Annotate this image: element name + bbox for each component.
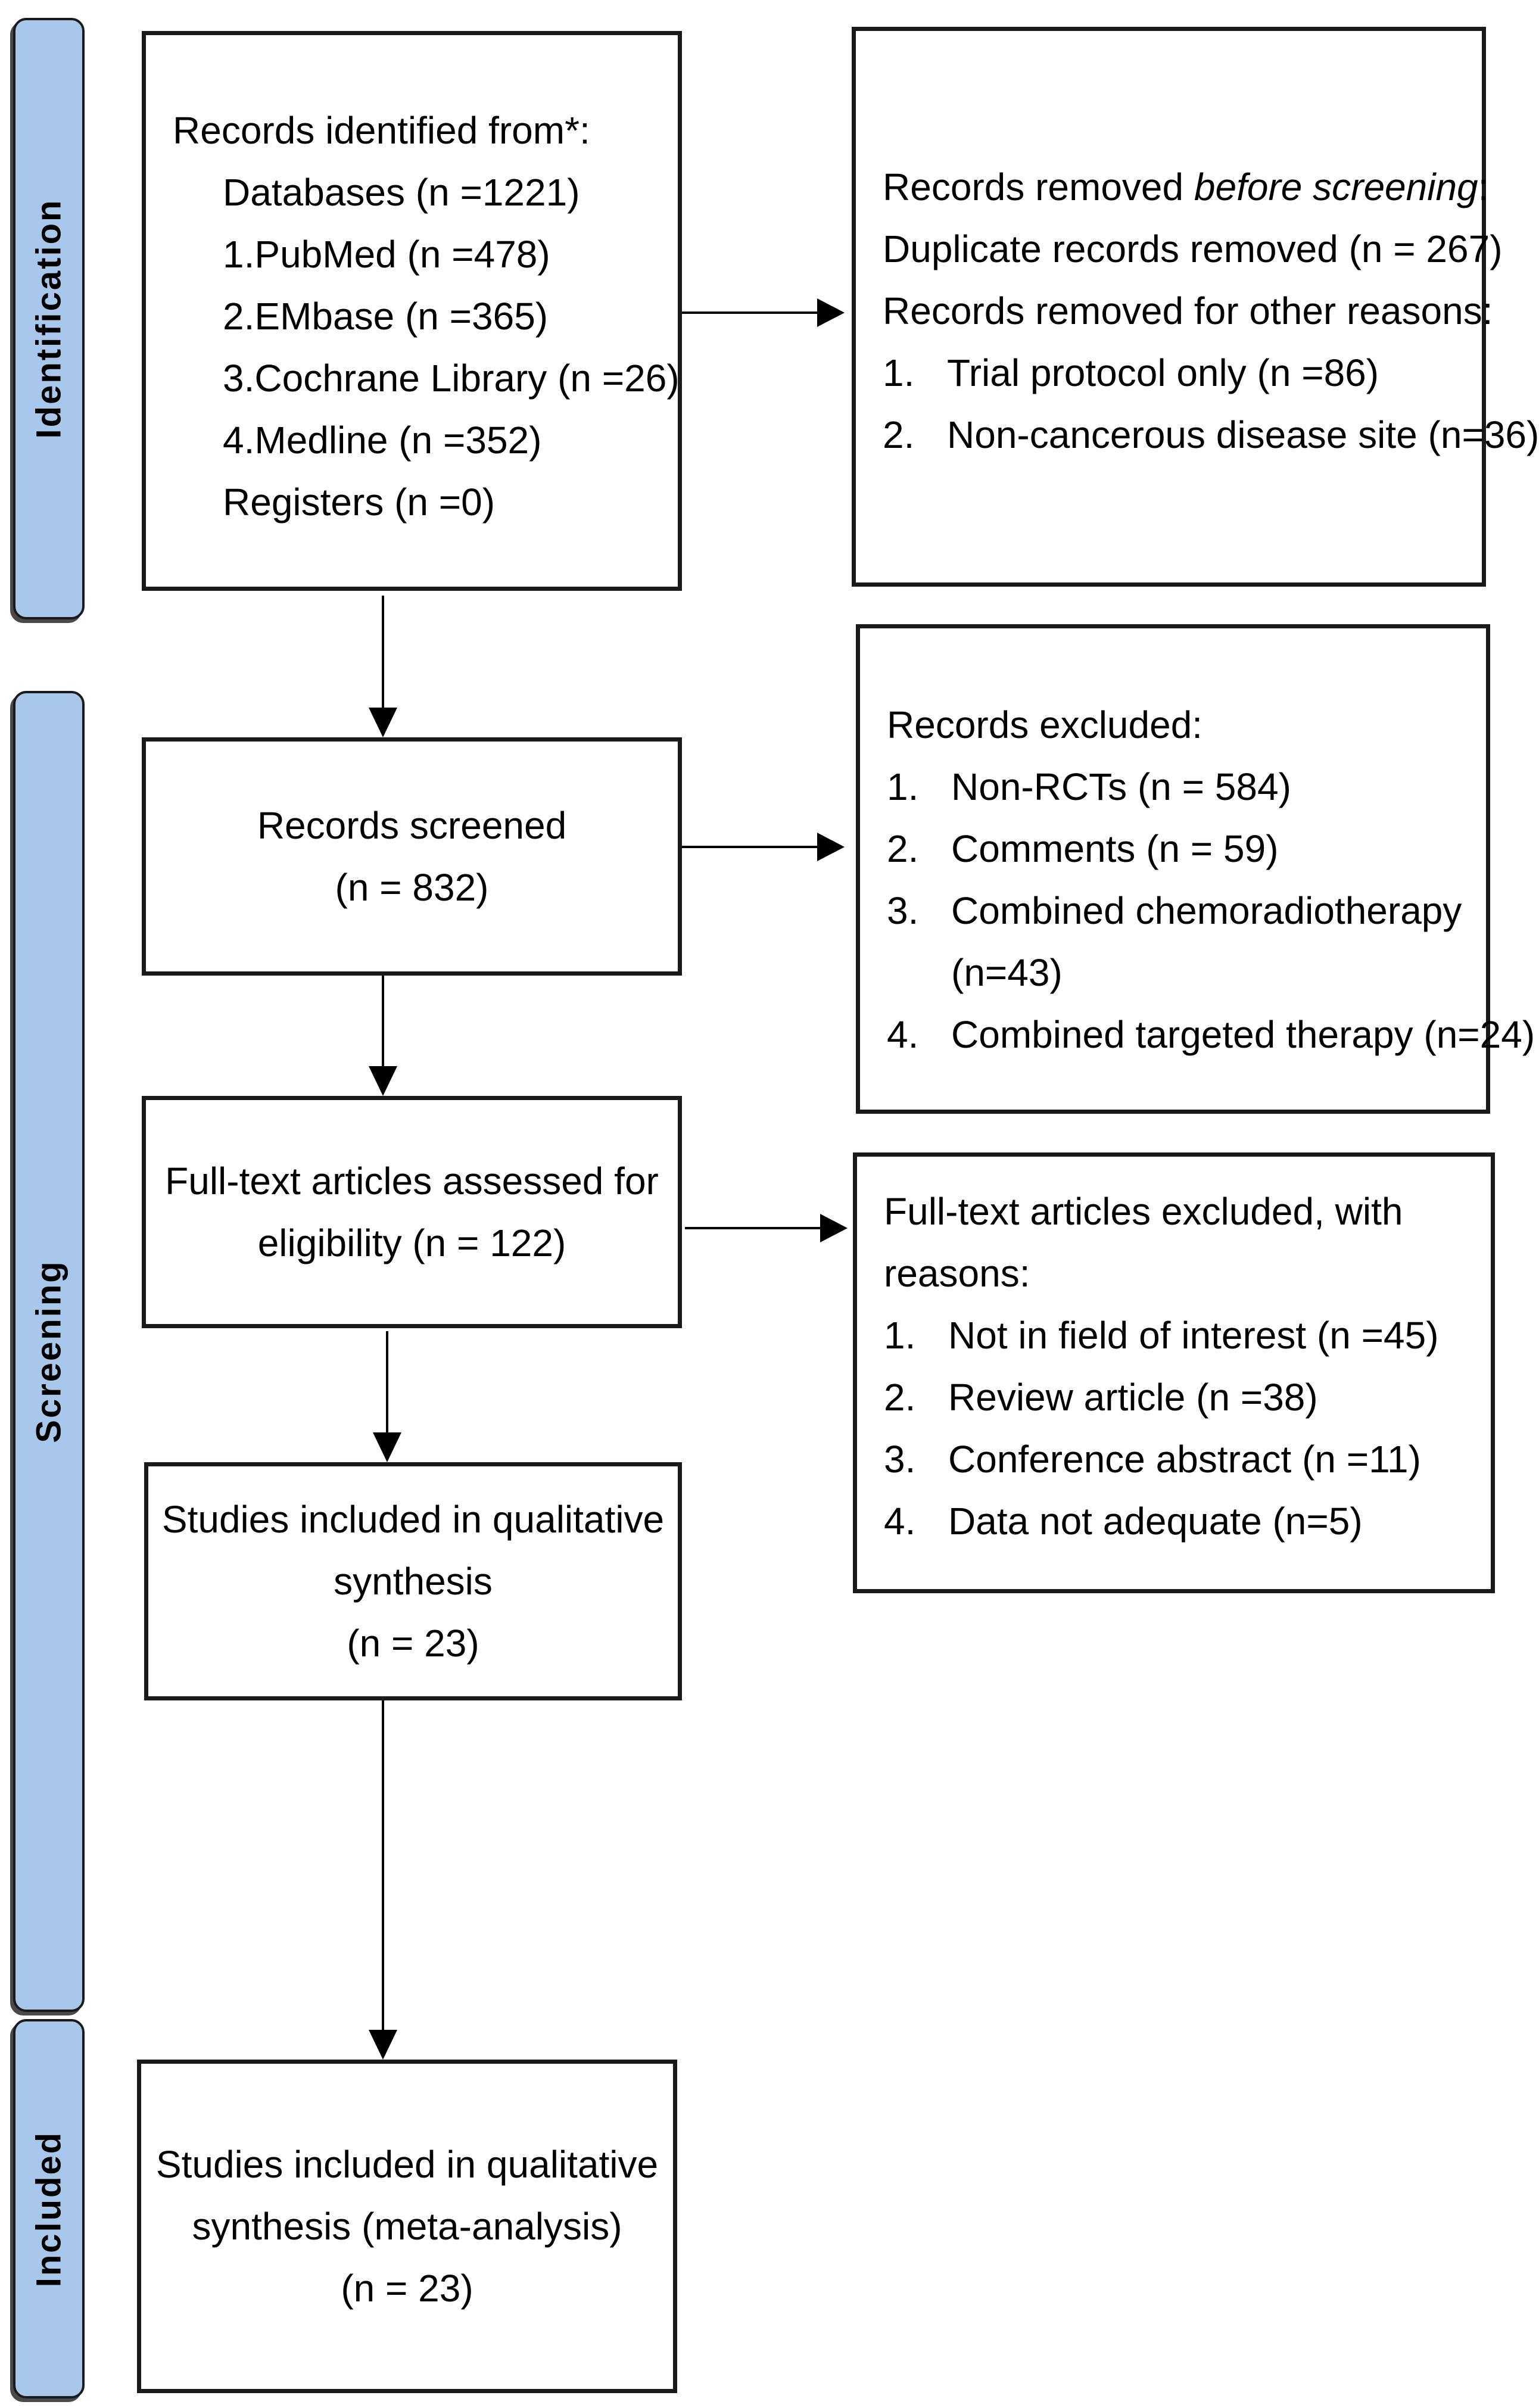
- identified-embase: 2.EMbase (n =365): [223, 295, 549, 338]
- qualitative-line1: Studies included in qualitative: [161, 1498, 665, 1541]
- arrowhead-screened-to-fulltext: [369, 1066, 397, 1096]
- excluded-item: 2.Comments (n = 59): [887, 827, 1279, 870]
- excluded-heading: Records excluded:: [887, 703, 1203, 746]
- identified-heading: Records identified from*:: [173, 109, 590, 152]
- removed-heading: Records removed before screening:: [883, 166, 1489, 208]
- box-fulltext-excluded: Full-text articles excluded, with reason…: [853, 1152, 1495, 1593]
- identified-pubmed: 1.PubMed (n =478): [223, 233, 550, 276]
- arrowhead-fulltext-to-qualitative: [373, 1432, 401, 1462]
- ft-excluded-item: 3.Conference abstract (n =11): [884, 1438, 1421, 1481]
- qualitative-line2: synthesis: [334, 1560, 493, 1603]
- excluded-item: 3.Combined chemoradiotherapy: [887, 889, 1462, 932]
- phase-included: Included: [13, 2019, 85, 2398]
- ft-excluded-item: 1.Not in field of interest (n =45): [884, 1314, 1439, 1357]
- qualitative-count: (n = 23): [347, 1622, 479, 1665]
- box-records-removed: Records removed before screening: Duplic…: [852, 27, 1539, 587]
- removed-duplicates: Duplicate records removed (n = 267): [883, 228, 1503, 270]
- fulltext-line2: eligibility (n = 122): [257, 1222, 566, 1264]
- ft-excluded-heading-2: reasons:: [884, 1252, 1030, 1295]
- fulltext-line1: Full-text articles assessed for: [165, 1160, 659, 1203]
- box-qualitative-synthesis: Studies included in qualitative synthesi…: [144, 1462, 682, 1700]
- identified-registers: Registers (n =0): [223, 481, 496, 524]
- screened-count: (n = 832): [335, 866, 489, 909]
- arrowhead-identified-to-screened: [369, 708, 397, 737]
- box-fulltext-assessed: Full-text articles assessed for eligibil…: [142, 1096, 682, 1328]
- meta-line2: synthesis (meta-analysis): [192, 2205, 622, 2248]
- excluded-item-continuation: (n=43): [951, 951, 1063, 994]
- box-records-screened: Records screened (n = 832): [142, 737, 682, 976]
- identified-cochrane: 3.Cochrane Library (n =26): [223, 357, 680, 400]
- box-records-excluded: Records excluded: 1.Non-RCTs (n = 584) 2…: [856, 624, 1535, 1114]
- ft-excluded-item: 4.Data not adequate (n=5): [884, 1500, 1363, 1543]
- phase-screening: Screening: [13, 691, 85, 2012]
- screened-title: Records screened: [257, 804, 567, 847]
- ft-excluded-heading-1: Full-text articles excluded, with: [884, 1190, 1403, 1233]
- ft-excluded-item: 2.Review article (n =38): [884, 1376, 1318, 1419]
- box-meta-analysis: Studies included in qualitative synthesi…: [137, 2060, 677, 2393]
- removed-item: 1.Trial protocol only (n =86): [883, 351, 1379, 394]
- meta-line1: Studies included in qualitative: [155, 2143, 659, 2186]
- excluded-item: 1.Non-RCTs (n = 584): [887, 765, 1291, 808]
- identified-databases: Databases (n =1221): [223, 171, 580, 214]
- removed-item: 2.Non-cancerous disease site (n=36): [883, 413, 1539, 456]
- arrowhead-qualitative-to-meta: [369, 2030, 397, 2060]
- arrowhead-screened-to-excluded: [817, 833, 845, 861]
- arrowhead-fulltext-to-ftexcluded: [820, 1214, 848, 1242]
- identified-medline: 4.Medline (n =352): [223, 419, 542, 462]
- box-records-identified: Records identified from*: Databases (n =…: [142, 31, 682, 591]
- meta-count: (n = 23): [341, 2267, 473, 2310]
- phase-identification: Identification: [13, 18, 85, 619]
- excluded-item: 4.Combined targeted therapy (n=24): [887, 1013, 1535, 1056]
- arrowhead-identified-to-removed: [817, 298, 845, 327]
- removed-other-reasons: Records removed for other reasons:: [883, 289, 1493, 332]
